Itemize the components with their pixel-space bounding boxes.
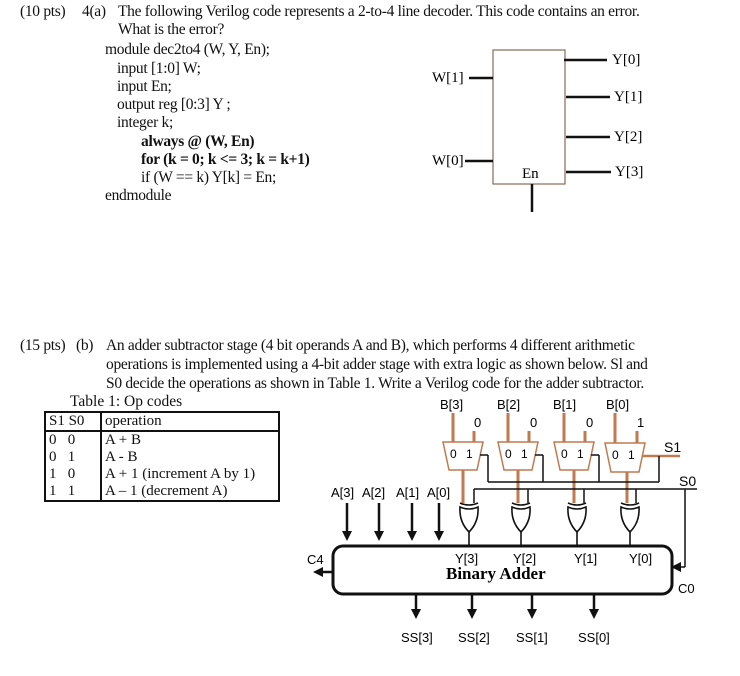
label-y3: Y[3] [615,164,643,180]
code-line-always: always @ (W, En) [141,133,255,150]
mux-constant: 0 [530,415,537,430]
label-y2: Y[2] [614,129,642,145]
label-y1: Y[1] [614,89,642,105]
s1-select-wire [480,454,680,483]
binary-adder-box [331,544,674,596]
table-header-row: S1 S0 operation [45,412,279,432]
xor-gate-1 [567,502,587,546]
label-ss0: SS[0] [578,630,610,645]
label-y0: Y[0] [612,52,640,68]
cell-operation: A – 1 (decrement A) [105,483,228,499]
label-a2: A[2] [362,485,385,500]
label-s0: S0 [679,473,696,489]
code-line: input [1:0] W; [117,60,201,77]
label-b0: B[0] [606,397,629,412]
code-line: for (k = 0; k <= 3; k = k+1) [141,151,310,168]
header-operation: operation [101,412,279,432]
part-b-points: (15 pts) [20,337,66,354]
part-a-question-line1: The following Verilog code represents a … [118,3,640,20]
label-c4: C4 [307,552,324,567]
label-ss2: SS[2] [458,630,490,645]
label-ss3: SS[3] [401,630,433,645]
label-y0: Y[0] [629,551,652,566]
mux-3: 0 1 [442,413,484,505]
table-row: 0 1 A - B [45,449,279,466]
label-y3: Y[3] [455,551,478,566]
label-w0: W[0] [432,153,464,169]
cell-operation: A + 1 (increment A by 1) [105,466,256,482]
mux-constant: 1 [637,415,644,430]
code-line: integer k; [117,114,173,131]
cell-s0: 0 [67,432,76,448]
mux-constant: 0 [586,415,593,430]
cell-operation: A + B [105,432,141,448]
header-select: S1 S0 [45,412,102,432]
code-line: input En; [117,78,172,95]
cell-select: 1 0 [45,466,102,483]
cell-s1: 0 [49,432,57,448]
label-w1: W[1] [432,70,464,86]
mux-port1-label: 1 [628,448,635,462]
label-a0: A[0] [427,485,450,500]
cell-s1: 0 [49,449,57,465]
label-c0: C0 [678,581,695,596]
cell-s0: 0 [67,466,76,482]
label-a1: A[1] [396,485,419,500]
xor-gate-0 [620,502,640,546]
mux-port1-label: 1 [466,447,473,461]
part-b-question-line: An adder subtractor stage (4 bit operand… [106,337,635,354]
decoder-box [492,49,566,185]
mux-port1-label: 1 [577,447,584,461]
label-s1: S1 [664,439,681,455]
label-b2: B[2] [497,397,520,412]
table-row: 1 1 A – 1 (decrement A) [45,483,279,501]
opcode-table: S1 S0 operation 0 0 A + B 0 1 A - B 1 0 … [44,411,280,502]
mux-0: 0 1 [604,413,646,505]
xor-gate-2 [511,502,531,546]
code-line: endmodule [105,187,172,204]
mux-constant: 0 [474,415,481,430]
code-line: always @ (W, En) [141,133,255,152]
table-caption: Table 1: Op codes [70,393,183,410]
cell-select: 0 1 [45,449,102,466]
mux-port0-label: 0 [450,447,457,461]
part-b-question-line: S0 decide the operations as shown in Tab… [106,375,645,392]
table-row: 1 0 A + 1 (increment A by 1) [45,466,279,483]
label-b1: B[1] [553,397,576,412]
mux-port0-label: 0 [561,447,568,461]
label-ss1: SS[1] [516,630,548,645]
table-row: 0 0 A + B [45,431,279,449]
cell-s1: 1 [49,483,57,499]
label-y1: Y[1] [574,551,597,566]
part-b-question-line: operations is implemented using a 4-bit … [106,356,648,373]
s0-select-wire [473,488,697,572]
label-b3: B[3] [440,397,463,412]
cell-select: 0 0 [45,431,102,449]
mux-port0-label: 0 [505,447,512,461]
cell-select: 1 1 [45,483,102,501]
part-a-points: (10 pts) [20,3,66,20]
code-line: if (W == k) Y[k] = En; [141,169,276,186]
mux-port0-label: 0 [612,448,619,462]
code-line: module dec2to4 (W, Y, En); [105,41,270,58]
cell-s0: 1 [67,449,76,465]
mux-2: 0 1 [497,413,539,505]
label-y2: Y[2] [513,551,536,566]
mux-port1-label: 1 [521,447,528,461]
mux-1: 0 1 [553,413,595,505]
part-a-label: 4(a) [82,3,106,20]
code-line: output reg [0:3] Y ; [117,96,231,113]
xor-gate-3 [459,502,479,546]
decoder-diagram: W[1] W[0] Y[0] Y[1] Y[2] Y[3] En [432,49,643,212]
part-a-question-line2: What is the error? [118,21,225,38]
part-b-label: (b) [76,337,94,354]
cell-s1: 1 [49,466,57,482]
cell-s0: 1 [67,483,76,499]
adder-title: Binary Adder [446,564,546,583]
label-a3: A[3] [331,485,354,500]
cell-operation: A - B [105,449,138,465]
label-en: En [522,166,539,182]
